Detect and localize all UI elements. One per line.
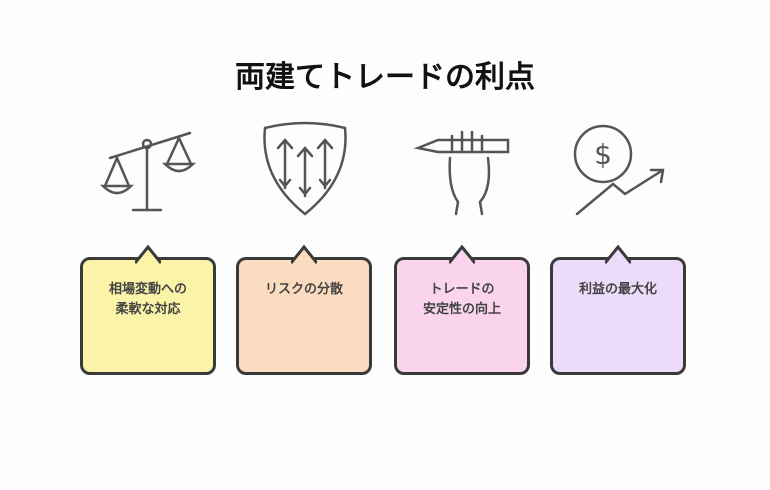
pointer (291, 241, 317, 267)
hand-holding-pen-icon (413, 130, 510, 216)
card-label-line1: 利益の最大化 (578, 282, 657, 297)
pointer (449, 241, 475, 267)
card-label-line1: トレードの (429, 282, 495, 297)
pointer (605, 241, 631, 267)
svg-text:$: $ (594, 138, 612, 171)
pointer (135, 241, 161, 267)
card-label-line2: 安定性の向上 (422, 302, 501, 317)
card-profit-maximization: 利益の最大化 (550, 244, 686, 375)
dollar-growth-icon: $ (573, 124, 665, 216)
card-risk-diversification: リスクの分散 (236, 244, 372, 375)
card-flexible-response: 相場変動への柔軟な対応 (80, 244, 216, 375)
page-title: 両建てトレードの利点 (235, 60, 535, 95)
card-label-line1: リスクの分散 (264, 282, 343, 297)
shield-arrows-icon (263, 121, 347, 216)
balance-scale-icon (99, 131, 197, 212)
card-label-line1: 相場変動への (108, 282, 187, 297)
card-label-line2: 柔軟な対応 (115, 302, 181, 317)
card-stability: トレードの安定性の向上 (394, 244, 530, 375)
